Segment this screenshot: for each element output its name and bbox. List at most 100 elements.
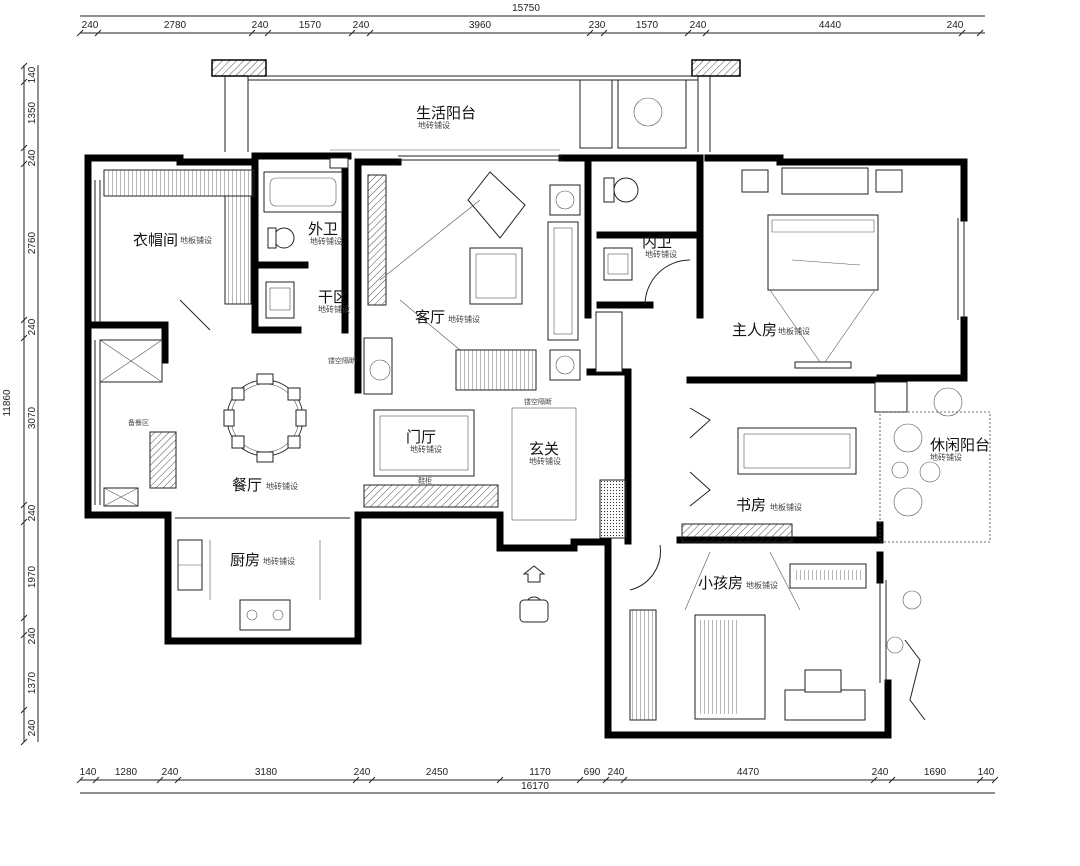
dimension-tick [20, 501, 28, 509]
dimension-tick [684, 29, 692, 37]
dim-bottom-labels: 140 1280 240 3180 240 2450 1170 690 240 … [80, 767, 995, 778]
windows [94, 155, 965, 683]
room-sub-cloakroom: 地板铺设 [180, 235, 212, 245]
dim-top-label: 1570 [636, 20, 659, 31]
room-label-study: 书房 [736, 496, 766, 514]
dimension-tick [20, 316, 28, 324]
room-label-inner-bath: 内卫 [642, 233, 672, 251]
room-label-kitchen: 厨房 [230, 551, 260, 569]
dim-bottom-label: 1690 [924, 767, 947, 778]
dim-left-label: 240 [27, 318, 38, 335]
tv-grille [455, 349, 537, 391]
room-label-master: 主人房 [732, 321, 777, 339]
dimension-tick [94, 29, 102, 37]
dim-left-label: 2760 [27, 231, 38, 254]
dim-left-total: 11860 [2, 389, 13, 417]
outer-bath-fixtures [263, 157, 349, 319]
dimension-tick [600, 29, 608, 37]
dimension-tick [264, 29, 272, 37]
dimension-tick [576, 776, 584, 784]
dimension-tick [20, 738, 28, 746]
dim-top-label: 1570 [299, 20, 322, 31]
dimension-tick [870, 776, 878, 784]
dimension-tick [20, 631, 28, 639]
dimension-tick [352, 776, 360, 784]
dim-bottom-label: 3180 [255, 767, 278, 778]
dim-left-label: 3070 [27, 406, 38, 429]
room-sub-foyer: 地砖铺设 [410, 444, 442, 454]
room-label-dry-zone: 干区 [318, 288, 348, 306]
dimension-tick [620, 776, 628, 784]
dim-bottom-total: 16170 [521, 781, 549, 792]
dimension-tick [76, 776, 84, 784]
dim-top-label: 2780 [164, 20, 187, 31]
study-furniture [681, 381, 991, 543]
dimension-tick [20, 334, 28, 342]
room-sub-inner-bath: 地砖铺设 [645, 249, 677, 259]
room-label-child: 小孩房 [698, 574, 743, 592]
room-sub-living: 地砖铺设 [448, 314, 480, 324]
dimension-tick [174, 776, 182, 784]
dim-top-total: 15750 [512, 3, 540, 14]
room-label-foyer: 门厅 [406, 428, 436, 446]
room-sub-kitchen: 地砖铺设 [263, 556, 295, 566]
dim-top-label: 230 [589, 20, 606, 31]
dimension-tick [248, 29, 256, 37]
dimension-tick [348, 29, 356, 37]
dimension-lines [20, 15, 999, 794]
dimension-tick [20, 78, 28, 86]
room-sub-dining: 地砖铺设 [266, 481, 298, 491]
dimension-tick [368, 776, 376, 784]
dim-top-labels: 240 2780 240 1570 240 3960 230 1570 240 … [82, 20, 964, 31]
inner-bath-fixtures [595, 177, 691, 373]
dim-bottom-label: 690 [584, 767, 601, 778]
dim-top-label: 240 [82, 20, 99, 31]
dim-top-label: 240 [947, 20, 964, 31]
life-balcony-structure [211, 59, 741, 152]
dim-bottom-label: 240 [354, 767, 371, 778]
dim-top-label: 3960 [469, 20, 492, 31]
room-label-living: 客厅 [415, 308, 445, 326]
dim-left-label: 240 [27, 719, 38, 736]
room-label-outer-bath: 外卫 [308, 220, 338, 238]
dim-bottom-label: 1170 [529, 767, 551, 778]
note-glass-partition: 镂空隔断 [328, 356, 356, 365]
room-label-leisure-balcony: 休闲阳台 [930, 436, 990, 454]
master-bedroom-furniture [741, 167, 903, 369]
dim-left-labels: 140 1350 240 2760 240 3070 240 1970 240 … [27, 66, 38, 736]
dimension-tick [496, 776, 504, 784]
dim-left-label: 240 [27, 504, 38, 521]
room-label-cloakroom: 衣帽间 [133, 231, 178, 249]
dim-top-label: 240 [690, 20, 707, 31]
dim-left-label: 1970 [27, 565, 38, 588]
dimension-tick [20, 518, 28, 526]
room-sub-entry: 地砖铺设 [529, 456, 561, 466]
dimension-tick [702, 29, 710, 37]
dimension-tick [976, 776, 984, 784]
dimension-tick [20, 144, 28, 152]
dimension-tick [20, 706, 28, 714]
room-sub-master: 地板铺设 [778, 326, 810, 336]
dim-left-label: 1370 [27, 671, 38, 694]
dim-bottom-label: 240 [162, 767, 179, 778]
dimension-tick [20, 62, 28, 70]
dimension-tick [602, 776, 610, 784]
room-label-sideboard: 备餐区 [128, 418, 149, 427]
room-labels: 生活阳台 地砖铺设 衣帽间 地板铺设 外卫 地砖铺设 干区 地砖铺设 客厅 地砖… [128, 104, 990, 592]
room-sub-outer-bath: 地砖铺设 [310, 236, 342, 246]
dimension-tick [20, 160, 28, 168]
room-sub-child: 地板铺设 [746, 580, 778, 590]
dimension-tick [20, 614, 28, 622]
note-shoe-cabinet: 鞋柜 [418, 476, 432, 485]
dimension-tick [586, 29, 594, 37]
dim-left-label: 240 [27, 149, 38, 166]
room-label-life-balcony: 生活阳台 [416, 104, 476, 122]
room-sub-life-balcony: 地砖铺设 [418, 120, 450, 130]
cloakroom-wardrobes [103, 169, 255, 331]
dimension-tick [366, 29, 374, 37]
living-room-furniture [363, 171, 581, 395]
dim-top-label: 4440 [819, 20, 842, 31]
room-label-dining: 餐厅 [232, 476, 262, 494]
room-sub-leisure-balcony: 地砖铺设 [930, 452, 962, 462]
